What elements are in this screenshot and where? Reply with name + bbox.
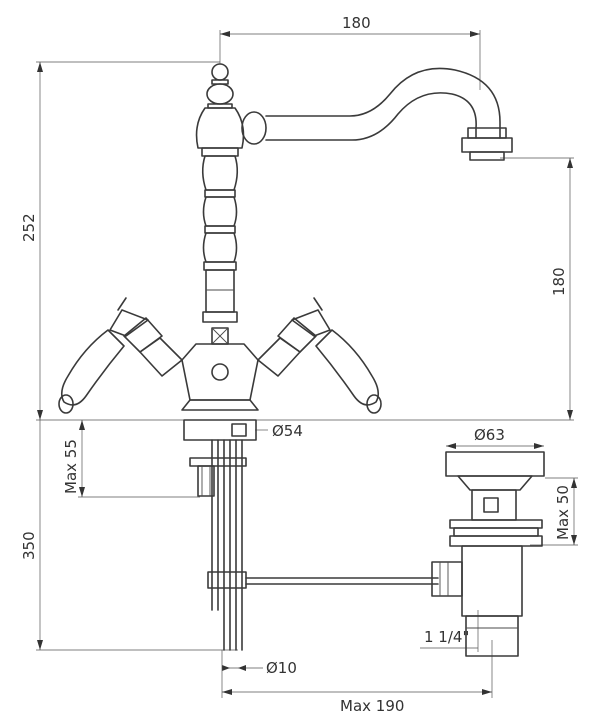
dim-spout-reach: 180	[342, 14, 371, 32]
under-deck-fixing	[183, 419, 439, 651]
dim-waste-diameter: Ø63	[474, 426, 505, 444]
faucet-column	[181, 63, 259, 411]
popup-waste	[431, 451, 545, 657]
dim-waste-max-thickness: Max 50	[554, 485, 572, 540]
dim-max-deck-thickness: Max 55	[62, 439, 80, 494]
dim-body-diameter: Ø54	[272, 422, 303, 440]
dim-rod-diameter: Ø10	[266, 659, 297, 677]
dim-waste-thread: 1 1/4"	[424, 628, 469, 646]
dim-spout-height: 180	[550, 267, 568, 296]
dim-rod-max-distance: Max 190	[340, 697, 404, 715]
dimension-lines	[36, 30, 578, 698]
left-handle	[58, 297, 183, 414]
spout	[241, 67, 513, 161]
right-handle	[257, 297, 382, 414]
dim-total-height: 252	[20, 213, 38, 242]
dim-tail-length: 350	[20, 531, 38, 560]
